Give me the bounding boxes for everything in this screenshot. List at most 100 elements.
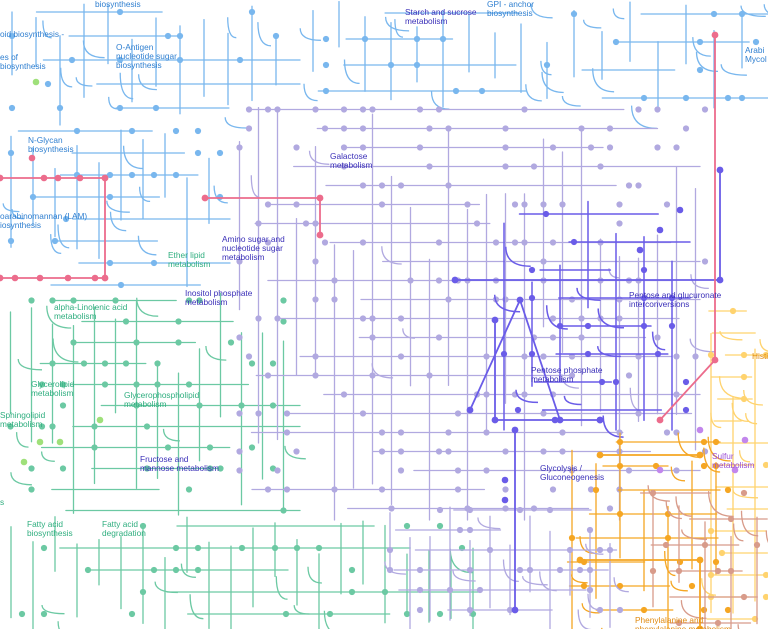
- metabolite-node: [172, 127, 180, 135]
- metabolite-node: [435, 239, 443, 246]
- label-arabinogalactan[interactable]: Arabi Mycol: [745, 45, 767, 64]
- label-pentose-phosphate[interactable]: Pentose phosphate metabolism: [531, 365, 603, 384]
- pathway-connector: [284, 445, 306, 460]
- metabolite-node: [331, 277, 338, 284]
- label-glycerophospholipid[interactable]: Glycerophospholipid metabolism: [124, 390, 200, 409]
- label-glycosphingolipid[interactable]: es of biosynthesis: [0, 52, 46, 71]
- metabolite-node: [164, 32, 172, 40]
- metabolite-node: [348, 588, 356, 596]
- metabolite-node: [740, 395, 748, 403]
- pathway-connector: [477, 517, 501, 530]
- metabolite-node: [682, 94, 690, 102]
- label-phenylalanine[interactable]: Phenylalanine and phenylalanine metaboli…: [635, 615, 731, 629]
- metabolite-node: [762, 593, 768, 601]
- pathway-connector: [109, 211, 127, 232]
- metabolite-node: [540, 353, 547, 360]
- metabolite-node: [738, 94, 746, 102]
- metabolite-node: [576, 556, 584, 564]
- pathway-connector: [41, 604, 65, 615]
- metabolite-node: [369, 372, 376, 379]
- metabolite-node: [716, 166, 724, 174]
- label-glycolysis[interactable]: Glycolysis / Gluconeogenesis: [540, 463, 605, 482]
- label-o-antigen[interactable]: O-Antigen nucleotide sugar biosynthesis: [116, 42, 177, 70]
- label-sulfur[interactable]: Sulfur metabolism: [712, 451, 755, 470]
- metabolite-node: [255, 315, 262, 322]
- metabolite-node: [143, 465, 151, 472]
- pathway-connector: [119, 72, 134, 100]
- label-ether-lipid[interactable]: Ether lipid metabolism: [168, 250, 211, 269]
- label-fatty-acid-degradation[interactable]: Fatty acid degradation: [102, 519, 146, 538]
- metabolite-node: [269, 360, 277, 367]
- metabolite-node: [712, 438, 720, 446]
- metabolite-node: [322, 35, 330, 43]
- metabolite-node: [716, 276, 724, 284]
- metabolite-node: [649, 489, 657, 497]
- pathway-connector: [430, 91, 450, 110]
- pathway-connector: [384, 16, 410, 32]
- metabolite-node: [635, 106, 642, 113]
- pathway-connector: [525, 84, 542, 102]
- metabolite-node: [236, 144, 243, 151]
- pathway-connector: [15, 432, 29, 448]
- metabolite-node: [91, 274, 99, 282]
- metabolite-node: [245, 106, 253, 113]
- metabolite-node: [616, 220, 623, 227]
- label-gpi-anchor[interactable]: GPI - anchor biosynthesis: [487, 0, 535, 18]
- metabolite-node: [526, 566, 534, 574]
- metabolite-node: [255, 220, 262, 227]
- pathway-connector: [570, 574, 588, 584]
- metabolite-node: [282, 610, 290, 618]
- metabolite-node: [635, 182, 642, 189]
- metabolite-node: [616, 315, 623, 322]
- pathway-connector: [763, 4, 768, 14]
- label-amino-sugar[interactable]: Amino sugar and nucleotide sugar metabol…: [222, 234, 285, 262]
- metabolite-node: [696, 451, 704, 459]
- pathway-connector: [581, 603, 600, 614]
- label-sphingolipid[interactable]: Sphingolipid metabolism: [0, 410, 46, 429]
- label-inositol-phosphate[interactable]: Inositol phosphate metabolism: [185, 288, 253, 307]
- metabolite-node: [36, 274, 44, 282]
- label-starch-sucrose[interactable]: Starch and sucrose metabolism: [405, 7, 477, 26]
- pathway-connector: [136, 297, 159, 317]
- metabolite-node: [511, 201, 519, 208]
- pathway-connector: [52, 338, 79, 363]
- label-n-glycan[interactable]: N-Glycan biosynthesis: [28, 135, 74, 154]
- metabolite-node: [491, 316, 499, 324]
- label-fructose-mannose[interactable]: Fructose and mannose metabolism: [140, 454, 219, 473]
- label-lipid-biosynthesis[interactable]: oid biosynthesis -: [0, 29, 65, 39]
- metabolite-node: [236, 467, 243, 474]
- pathway-connector: [541, 71, 564, 94]
- pathway-connector: [205, 345, 227, 361]
- label-glycerolipid[interactable]: Glycerolipid metabolism: [31, 379, 75, 398]
- label-lam[interactable]: oarabinomannan (LAM) iosynthesis: [0, 211, 88, 230]
- label-galactose[interactable]: Galactose metabolism: [330, 151, 373, 170]
- pathway-connector: [561, 374, 579, 389]
- metabolite-node: [403, 522, 411, 530]
- metabolite-node: [559, 429, 566, 436]
- pathway-connector: [189, 594, 204, 620]
- label-histidine[interactable]: Histi: [752, 351, 768, 361]
- pathway-connector: [275, 576, 288, 600]
- metabolite-node: [359, 315, 367, 322]
- label-pentose-glucuronate[interactable]: Pentose and glucuronate interconversions: [629, 290, 722, 309]
- pathway-connector: [664, 550, 676, 577]
- metabolite-node: [274, 315, 281, 322]
- label-fatty-acid-biosynthesis[interactable]: Fatty acid biosynthesis: [27, 519, 73, 538]
- metabolite-node: [7, 423, 14, 430]
- label-alpha-linolenic[interactable]: alpha-Linolenic acid metabolism: [54, 302, 128, 321]
- metabolite-node: [712, 462, 720, 470]
- metabolite-node: [586, 566, 594, 574]
- label-biosynthesis-top[interactable]: biosynthesis: [95, 0, 141, 9]
- metabolite-node: [426, 372, 433, 379]
- metabolite-node: [91, 423, 98, 430]
- metabolite-node: [741, 436, 749, 444]
- metabolite-node: [361, 35, 369, 43]
- metabolite-node: [194, 149, 202, 157]
- metabolite-node: [521, 106, 528, 113]
- metabolite-node: [580, 582, 588, 590]
- metabolite-node: [248, 8, 256, 16]
- label-edge-s[interactable]: s: [0, 497, 5, 507]
- metabolite-node: [521, 201, 528, 208]
- metabolite-node: [701, 106, 709, 113]
- metabolite-node: [502, 505, 509, 512]
